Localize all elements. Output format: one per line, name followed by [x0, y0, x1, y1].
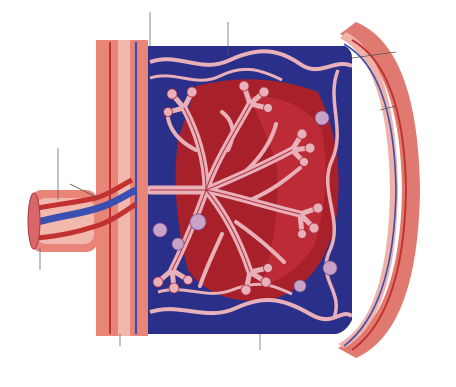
- cord-cut-surface: [28, 193, 40, 249]
